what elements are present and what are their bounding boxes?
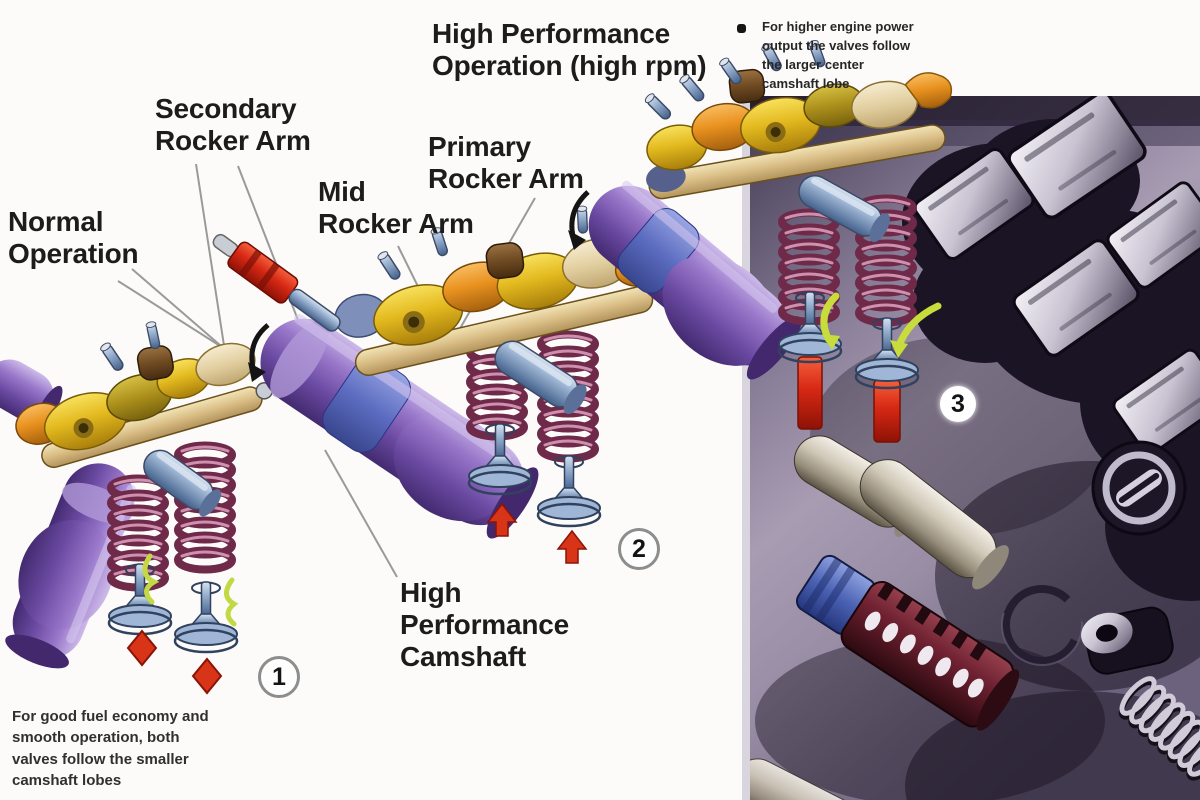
label-secondary-rocker-arm: Secondary Rocker Arm <box>155 93 311 156</box>
assembly-2-vtec-engaging <box>212 205 668 564</box>
note-fuel-economy: For good fuel economy and smooth operati… <box>12 708 209 789</box>
label-normal-operation: Normal Operation <box>8 206 139 269</box>
step-number: 2 <box>632 534 646 563</box>
rocker-cluster-1 <box>15 320 274 469</box>
label-high-performance-camshaft: High Performance Camshaft <box>400 577 569 672</box>
red-arrow-down <box>192 658 222 694</box>
valve-lift-bar <box>873 379 901 443</box>
rotation-arrowhead <box>248 362 266 382</box>
assembly-3-high-performance <box>568 38 953 443</box>
step-marker-1: 1 <box>258 656 300 698</box>
rotation-arrowhead <box>568 230 586 250</box>
photo-panel <box>742 96 1200 800</box>
photo-shaft-pin-3 <box>750 758 873 800</box>
rocker-shaft-end <box>143 449 222 517</box>
label-primary-rocker-arm: Primary Rocker Arm <box>428 131 584 194</box>
label-high-performance-operation: High Performance Operation (high rpm) <box>432 18 707 81</box>
bullet-icon <box>737 24 746 33</box>
photo-shaft-pin-2 <box>859 459 1009 590</box>
photo-bolt-head <box>1091 440 1187 536</box>
photo-bushing <box>1081 606 1174 675</box>
rocker-shaft-end <box>494 340 587 415</box>
red-arrow-down <box>127 630 157 666</box>
photo-spool-valve <box>795 554 1020 731</box>
rocker-cluster-2 <box>334 205 668 377</box>
photo-snap-ring <box>1001 584 1083 666</box>
oil-spool-valve <box>212 233 341 332</box>
step-number: 3 <box>951 389 965 418</box>
valve-motion-arrowhead <box>822 334 840 350</box>
step-marker-2: 2 <box>618 528 660 570</box>
note-high-power: For higher engine power output the valve… <box>762 19 914 91</box>
rocker-cluster-3 <box>643 38 953 200</box>
flame-squiggle <box>224 577 239 627</box>
step-number: 1 <box>272 662 286 691</box>
photo-left-edge <box>742 96 752 800</box>
valve <box>536 454 602 528</box>
photo-coil-spring <box>1118 676 1200 781</box>
red-arrow-up <box>557 530 587 564</box>
photo-parts <box>750 96 1200 800</box>
step-marker-3: 3 <box>940 386 976 422</box>
camshaft-3 <box>588 180 802 380</box>
flame-squiggle <box>142 553 160 605</box>
assembly-1-normal-operation <box>0 320 274 694</box>
valve-motion-arrowhead <box>890 340 908 358</box>
valve-lift-bar <box>797 356 823 430</box>
camshaft-1 <box>5 463 136 669</box>
rocker-shaft-end <box>798 175 890 243</box>
label-mid-rocker-arm: Mid Rocker Arm <box>318 176 474 239</box>
